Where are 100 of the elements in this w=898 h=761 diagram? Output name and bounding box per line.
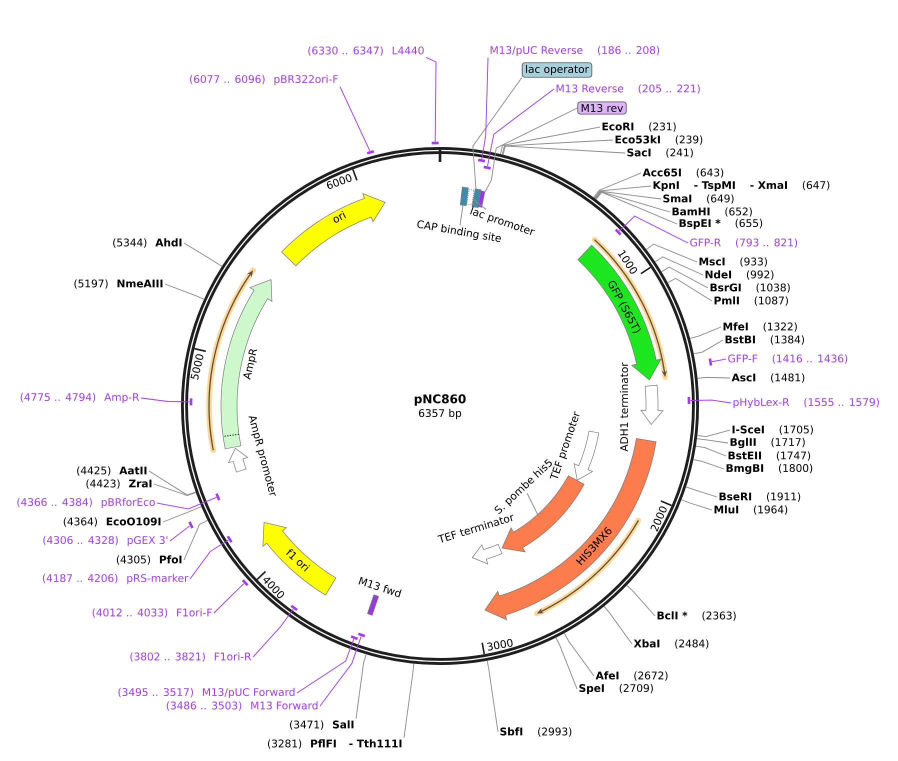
- enzyme-site-label: (4425) AatII: [77, 466, 146, 476]
- primer-mark: [478, 158, 486, 162]
- leader-line: [697, 376, 730, 379]
- primer-label: (6077 .. 6096) pBR322ori-F: [190, 74, 338, 86]
- primer-mark: [358, 632, 366, 638]
- leader-line: [184, 242, 222, 267]
- primer-label: (3802 .. 3821) F1ori-R: [130, 652, 252, 662]
- leader-line: [162, 506, 202, 522]
- tick-label: 5000: [190, 354, 204, 380]
- leader-line: [593, 172, 642, 198]
- plasmid-name: pNC860: [414, 394, 466, 406]
- enzyme-site-label: AscI (1481): [732, 373, 804, 383]
- enzyme-site-label: AfeI (2672): [596, 671, 668, 681]
- enzyme-site-label: SacI (241): [627, 148, 693, 158]
- enzyme-site-label: PmlI (1087): [714, 296, 788, 306]
- enzyme-site-label: SbfI (2993): [500, 727, 572, 737]
- leader-line: [484, 108, 578, 192]
- enzyme-site-label: BseRI (1911): [720, 492, 800, 502]
- primer-label: pHybLex-R (1555 .. 1579): [734, 398, 879, 408]
- primer-mark: [188, 521, 194, 529]
- feature-label: AmpR: [243, 349, 258, 380]
- primer-mark: [226, 536, 233, 543]
- primer-mark: [484, 166, 491, 170]
- enzyme-site-label: NdeI (992): [706, 270, 774, 280]
- enzyme-site-label: (4305) PfoI: [116, 555, 182, 565]
- enzyme-site-label: XbaI (2484): [634, 639, 708, 649]
- leader-line: [696, 430, 730, 438]
- primer-mark: [242, 579, 248, 586]
- leader-line: [690, 400, 732, 404]
- primer-label: (4775 .. 4794) Amp-R: [20, 392, 140, 404]
- leader-line: [696, 438, 728, 444]
- primer-mark: [432, 142, 439, 144]
- leader-line: [190, 540, 229, 580]
- primer-label: (4366 .. 4384) pBRforEco: [17, 498, 155, 508]
- primer-mark: [190, 398, 192, 406]
- primer-mark: [290, 604, 298, 611]
- leader-line: [340, 86, 370, 152]
- primer-mark: [708, 358, 712, 366]
- leader-line: [712, 358, 726, 362]
- leader-line: [500, 126, 600, 155]
- feature-band: ori: [281, 193, 386, 266]
- leader-line: [693, 340, 724, 354]
- leader-line: [618, 215, 688, 244]
- enzyme-site-label: BglII (1717): [730, 438, 805, 448]
- primer-label: (4012 .. 4033) F1ori-F: [92, 608, 212, 618]
- enzyme-site-label: BsrGI (1038): [710, 283, 790, 293]
- feature-tag: M13 rev: [577, 101, 627, 115]
- leader-line: [140, 398, 190, 402]
- enzyme-site-label: I-SceI (1705): [732, 425, 813, 435]
- enzyme-site-label: SpeI (2709): [579, 684, 653, 694]
- primer-label: M13 Reverse (205 .. 221): [556, 84, 700, 94]
- leader-line: [681, 499, 712, 510]
- leader-line: [594, 190, 662, 200]
- leader-line: [626, 584, 656, 616]
- leader-line: [646, 244, 698, 262]
- leader-line: [164, 284, 204, 300]
- enzyme-site-label: BstBI (1384): [726, 335, 804, 345]
- leader-line: [556, 637, 578, 690]
- leader-line: [596, 192, 678, 224]
- enzyme-site-label: Eco53kI (239): [616, 135, 702, 145]
- feature-band: [640, 384, 664, 426]
- leader-line: [502, 146, 626, 156]
- leader-line: [564, 632, 594, 676]
- leader-line: [690, 326, 722, 339]
- enzyme-site-label: BclI * (2363): [658, 611, 736, 621]
- primer-label: (3495 .. 3517) M13/pUC Forward: [118, 688, 294, 698]
- feature-box: [460, 186, 469, 206]
- primer-mark: [614, 228, 622, 236]
- enzyme-site-label: (4423) ZraI: [86, 479, 152, 489]
- enzyme-site-label: (4364) EcoO109I: [64, 517, 160, 527]
- tick-label: 3000: [487, 638, 513, 651]
- leader-line: [460, 205, 464, 226]
- primer-label: GFP-R (793 .. 821): [690, 238, 798, 248]
- leader-line: [604, 606, 632, 644]
- leader-line: [667, 278, 712, 302]
- enzyme-site-label: SmaI (649): [663, 194, 734, 204]
- enzyme-site-label: (5197) NmeAIII: [74, 279, 162, 289]
- leader-line: [320, 636, 362, 706]
- leader-line: [692, 459, 724, 470]
- leader-line: [595, 191, 670, 212]
- enzyme-site-label: BspEI * (655): [680, 218, 762, 230]
- primer-label: (4187 .. 4206) pRS-marker: [42, 574, 188, 584]
- enzyme-site-label: BamHI (652): [672, 207, 752, 217]
- leader-line: [404, 663, 414, 738]
- leader-line: [356, 654, 367, 720]
- enzyme-site-label: Acc65I (643): [642, 168, 724, 178]
- enzyme-site-label: MscI (933): [700, 257, 767, 267]
- leader-line: [472, 77, 522, 190]
- primer-mark: [350, 635, 358, 640]
- leader-line: [426, 56, 436, 142]
- feature-box: [477, 190, 486, 208]
- leader-line: [252, 608, 294, 658]
- leader-line: [487, 88, 554, 167]
- primer-label: GFP-F (1416 .. 1436): [728, 354, 848, 364]
- leader-line: [695, 446, 726, 456]
- enzyme-site-label: (3281) PflFI - Tth111I: [268, 739, 402, 749]
- leader-line: [686, 486, 718, 498]
- primer-mark: [215, 493, 220, 501]
- primer-label: (3486 .. 3503) M13 Forward: [166, 701, 318, 711]
- enzyme-site-label: MluI (1964): [714, 505, 788, 515]
